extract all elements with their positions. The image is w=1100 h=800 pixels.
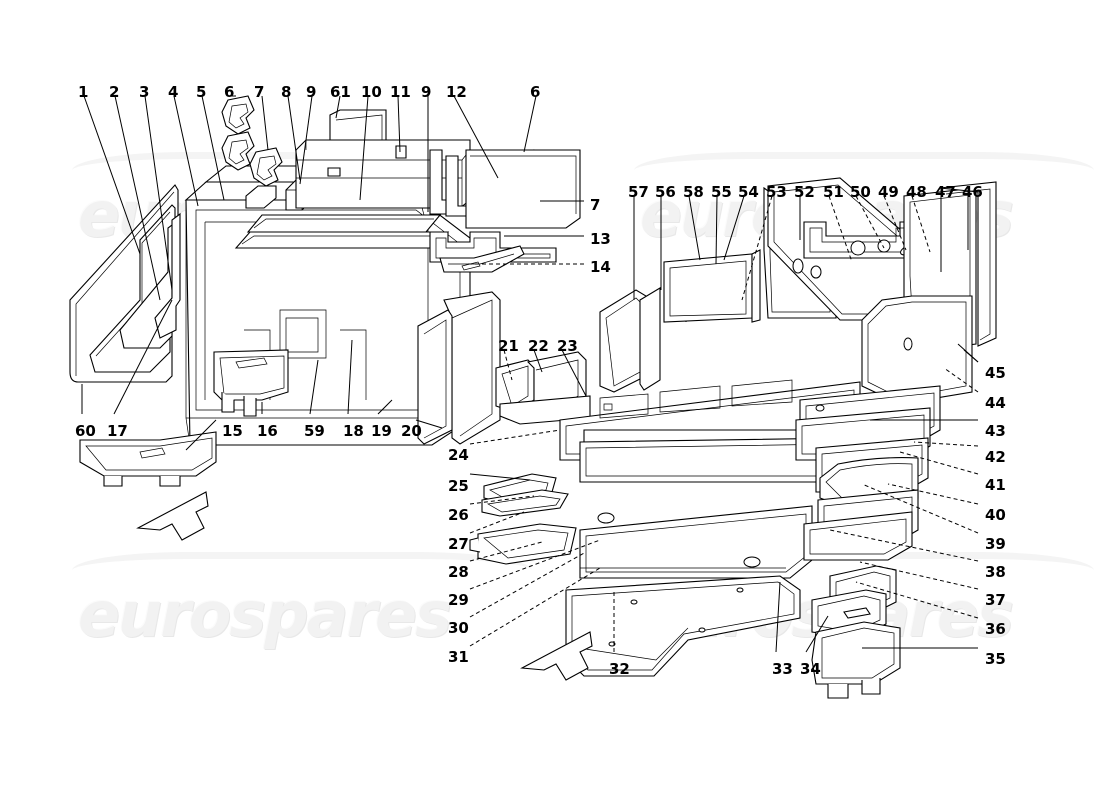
callout-number-27: 27	[448, 535, 469, 553]
callout-number-44: 44	[985, 394, 1006, 412]
callout-number-59: 59	[304, 422, 325, 440]
callout-number-24: 24	[448, 446, 469, 464]
callout-number-15: 15	[222, 422, 243, 440]
callout-number-47: 47	[935, 183, 956, 201]
callout-number-61: 61	[330, 83, 351, 101]
callout-number-21: 21	[498, 337, 519, 355]
callout-number-33: 33	[772, 660, 793, 678]
callout-number-34: 34	[800, 660, 821, 678]
callout-number-49: 49	[878, 183, 899, 201]
callout-number-56: 56	[655, 183, 676, 201]
callout-number-28: 28	[448, 563, 469, 581]
callout-number-11: 11	[390, 83, 411, 101]
callout-number-8: 8	[281, 83, 292, 101]
watermark-text: eurospares	[78, 578, 452, 651]
callout-number-41: 41	[985, 476, 1006, 494]
callout-number-4: 4	[168, 83, 179, 101]
callout-number-55: 55	[711, 183, 732, 201]
callout-number-38: 38	[985, 563, 1006, 581]
callout-number-18: 18	[343, 422, 364, 440]
callout-number-6: 6	[530, 83, 541, 101]
callout-number-46: 46	[962, 183, 983, 201]
callout-number-14: 14	[590, 258, 611, 276]
callout-number-19: 19	[371, 422, 392, 440]
callout-number-31: 31	[448, 648, 469, 666]
callout-number-60: 60	[75, 422, 96, 440]
callout-number-51: 51	[823, 183, 844, 201]
callout-number-58: 58	[683, 183, 704, 201]
callout-number-9: 9	[306, 83, 317, 101]
callout-number-13: 13	[590, 230, 611, 248]
callout-number-16: 16	[257, 422, 278, 440]
callout-number-30: 30	[448, 619, 469, 637]
callout-number-25: 25	[448, 477, 469, 495]
callout-number-39: 39	[985, 535, 1006, 553]
callout-number-3: 3	[139, 83, 150, 101]
callout-number-5: 5	[196, 83, 207, 101]
callout-number-53: 53	[766, 183, 787, 201]
callout-number-42: 42	[985, 448, 1006, 466]
callout-number-2: 2	[109, 83, 120, 101]
callout-number-20: 20	[401, 422, 422, 440]
callout-number-54: 54	[738, 183, 759, 201]
callout-number-17: 17	[107, 422, 128, 440]
callout-number-12: 12	[446, 83, 467, 101]
callout-number-57: 57	[628, 183, 649, 201]
callout-number-35: 35	[985, 650, 1006, 668]
callout-number-10: 10	[361, 83, 382, 101]
callout-number-36: 36	[985, 620, 1006, 638]
callout-number-7: 7	[590, 196, 601, 214]
callout-number-43: 43	[985, 422, 1006, 440]
callout-number-40: 40	[985, 506, 1006, 524]
callout-number-32: 32	[609, 660, 630, 678]
callout-number-29: 29	[448, 591, 469, 609]
callout-number-45: 45	[985, 364, 1006, 382]
callout-number-7: 7	[254, 83, 265, 101]
watermark-swoosh	[634, 152, 1094, 189]
callout-number-48: 48	[906, 183, 927, 201]
callout-number-1: 1	[78, 83, 89, 101]
callout-number-37: 37	[985, 591, 1006, 609]
callout-number-9: 9	[421, 83, 432, 101]
callout-number-6: 6	[224, 83, 235, 101]
callout-number-52: 52	[794, 183, 815, 201]
callout-number-50: 50	[850, 183, 871, 201]
callout-number-23: 23	[557, 337, 578, 355]
callout-number-22: 22	[528, 337, 549, 355]
callout-number-26: 26	[448, 506, 469, 524]
watermark-swoosh	[72, 552, 532, 589]
